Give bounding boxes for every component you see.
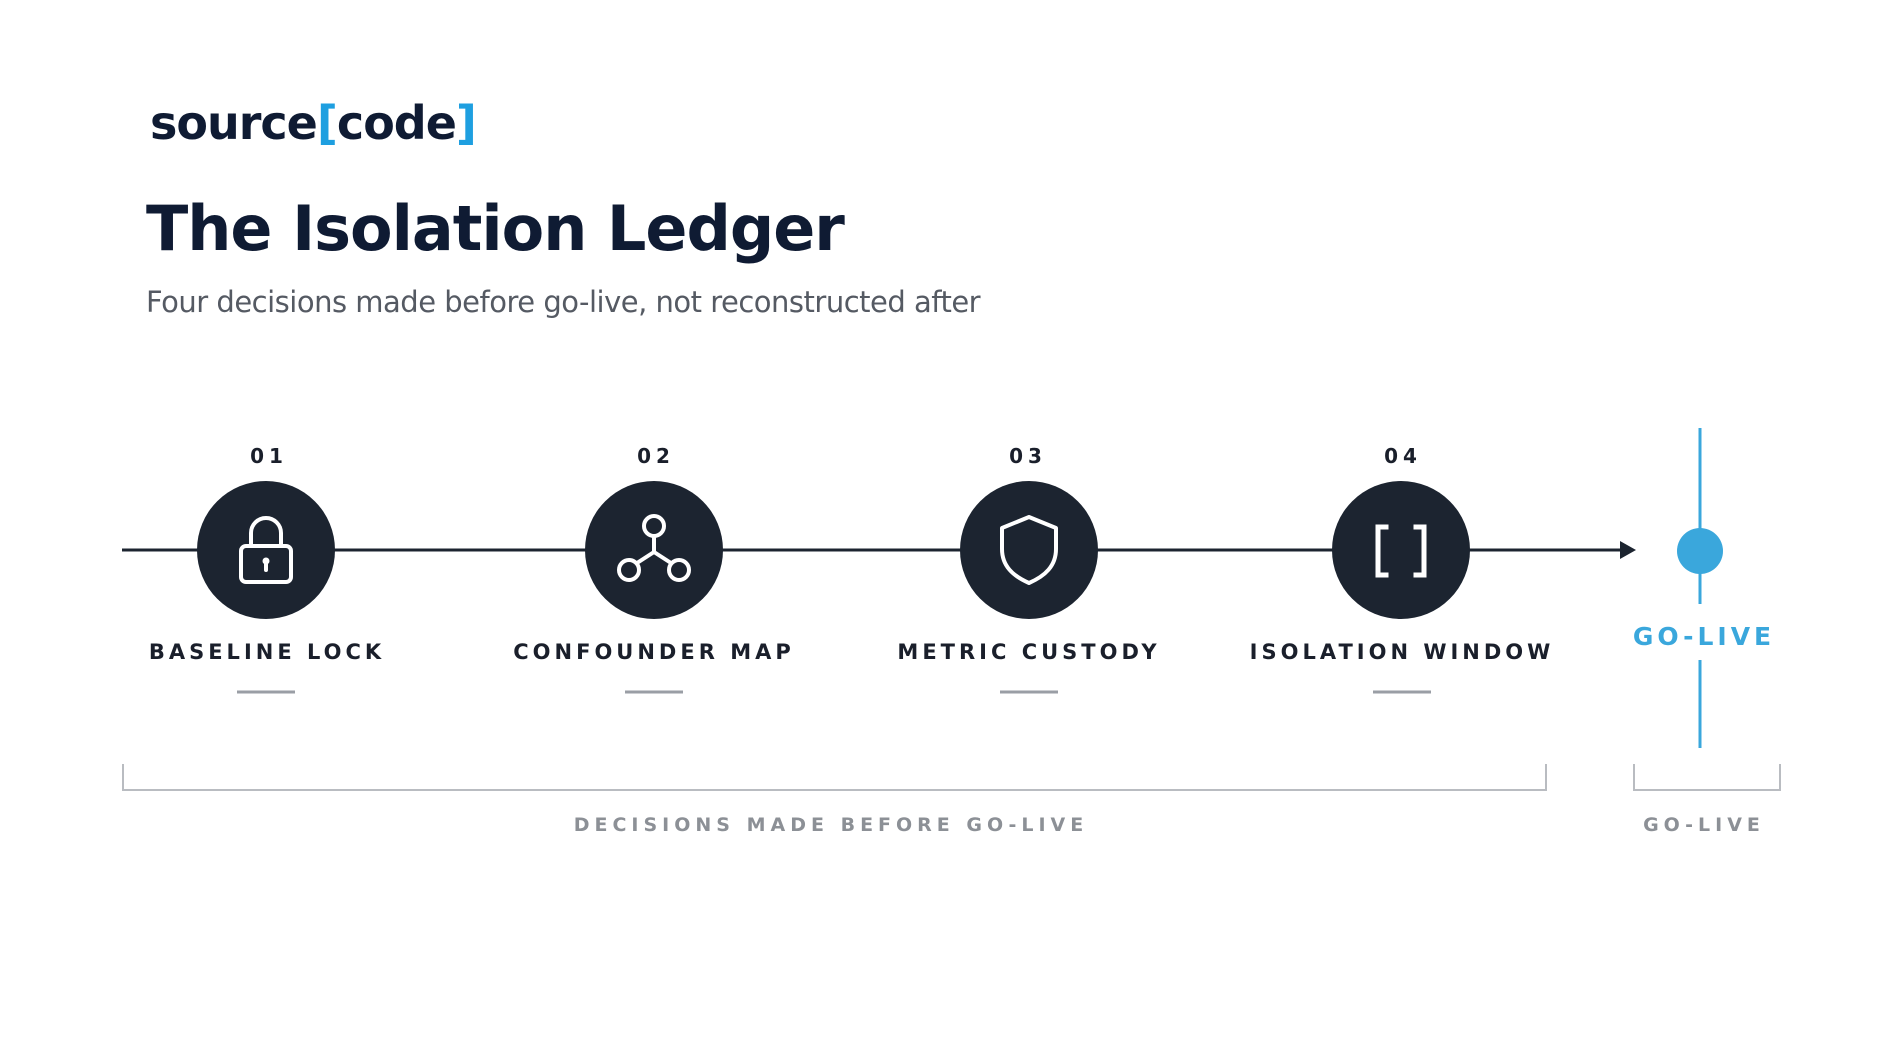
timeline-step-3: 03 METRIC CUSTODY (897, 444, 1160, 694)
step-label: BASELINE LOCK (149, 640, 385, 664)
group-label-after: GO-LIVE (1643, 814, 1765, 836)
page-subtitle: Four decisions made before go-live, not … (146, 285, 981, 319)
logo-open-bracket: [ (316, 96, 338, 150)
step-label: METRIC CUSTODY (897, 640, 1160, 664)
golive-marker: GO-LIVE (1633, 428, 1775, 748)
step-circle (960, 481, 1098, 619)
step-label: ISOLATION WINDOW (1250, 640, 1555, 664)
brackets-icon (1375, 524, 1427, 578)
step-number: 03 (1009, 444, 1047, 468)
step-number: 04 (1384, 444, 1422, 468)
group-bracket-after (1633, 764, 1781, 791)
step-circle (197, 481, 335, 619)
step-label: CONFOUNDER MAP (513, 640, 794, 664)
lock-icon (239, 516, 293, 584)
timeline-step-4: 04 ISOLATION WINDOW (1250, 444, 1555, 694)
page-title: The Isolation Ledger (146, 192, 845, 265)
golive-dot (1677, 528, 1723, 574)
logo: source[code] (150, 100, 477, 146)
timeline-arrowhead (1620, 541, 1636, 559)
golive-label: GO-LIVE (1633, 622, 1775, 651)
group-bracket-before (122, 764, 1547, 791)
logo-inner-word: code (336, 96, 457, 150)
shield-icon (1000, 515, 1058, 585)
logo-close-bracket: ] (455, 96, 477, 150)
step-number: 02 (637, 444, 675, 468)
timeline-step-2: 02 CONFOUNDER MAP (513, 444, 794, 694)
group-label-before: DECISIONS MADE BEFORE GO-LIVE (574, 814, 1089, 836)
logo-word: source (150, 96, 318, 150)
step-number: 01 (250, 444, 288, 468)
step-circle (1332, 481, 1470, 619)
network-nodes-icon (617, 514, 691, 582)
timeline-step-1: 01 BASELINE LOCK (149, 444, 385, 694)
